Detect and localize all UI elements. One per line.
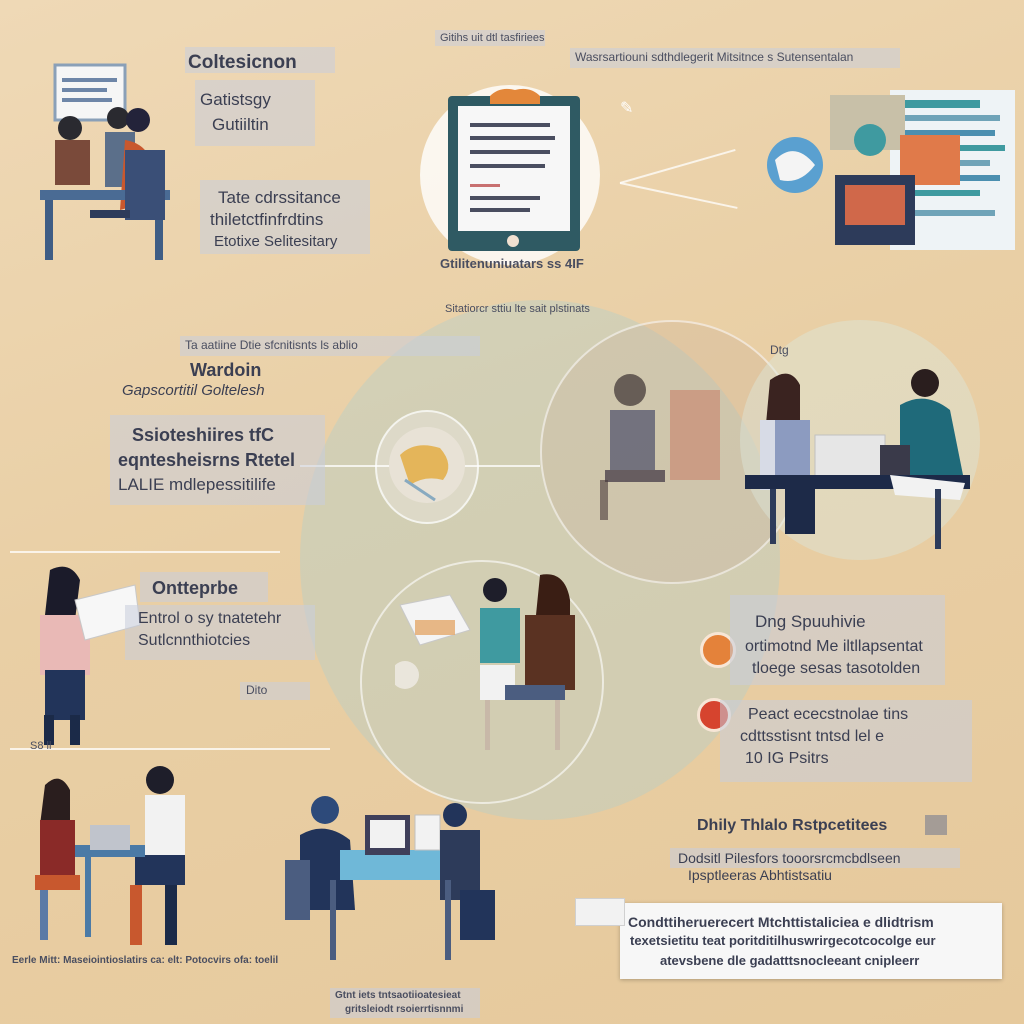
seated-person-illustration [600,374,720,520]
section-heading: Coltesicnon [188,52,297,73]
data-screens-illustration [767,90,1015,250]
body-line: eqntesheisrns Rtetel [118,450,296,470]
card-line: Condttiheruerecert Mtchttistaliciea e dl… [628,914,934,930]
body-box [720,700,972,782]
meeting-at-desk-illustration [745,369,970,549]
sub-box [195,80,315,146]
body-line: ortimotnd Me iltllapsentat [745,638,923,655]
pencil-icon: ✎ [620,100,634,117]
two-people-working-illustration [35,766,185,945]
card-tab [575,898,625,926]
clipboard-subcaption: Sitatiorcr sttiu lte sait plstinats [445,303,590,315]
clipboard-caption: Gtilitenuniuatars ss 4IF [440,256,584,271]
header-strip [570,48,900,68]
header-strip-text: Wasrsartiouni sdthdlegerit Mitsitnce s S… [575,50,854,64]
clipboard-icon [448,88,580,251]
body-box [200,180,370,254]
lower-title: Ontteprbe [152,578,239,598]
header-strip [180,336,480,356]
connector-line [619,148,736,184]
globe-icon [389,427,465,503]
header-strip [435,30,545,46]
sub-line: Gutiiltin [212,115,269,134]
right1-title: Dng Spuuhivie [755,612,866,631]
body-line: 10 IG Psitrs [745,750,829,767]
connector-line [619,182,738,209]
strip-box [670,848,960,868]
two-people-illustration [395,574,575,750]
heading-box [185,47,335,73]
body-line: Ssioteshiires tfC [132,425,275,445]
title-box [140,572,268,602]
tag-box [240,682,310,700]
body-line: Dodsitl Pilesfors tooorsrcmcbdlseen [678,850,901,866]
bottom-center-caption: Gtnt iets tntsaotiioatesieat [335,990,461,1001]
body-line: Sutlcnnthiotcies [138,632,251,649]
people-at-table-illustration [40,63,170,260]
header-strip-text: Gitihs uit dtl tasfiriees [440,32,545,44]
divider-line [10,551,280,553]
card-line: texetsietitu teat poritditilhuswrirgecot… [630,933,936,948]
title-accent [925,815,947,835]
body-line: tloege sesas tasotolden [752,660,921,677]
lower-tag: Dito [246,683,268,697]
person-reading-illustration [40,566,141,745]
caption-box [330,988,480,1018]
mid-right-tag: Dtg [770,343,789,357]
bottom-left-caption: Eerle Mitt: Maseiointioslatirs ca: elt: … [12,955,279,966]
body-line: cdttsstisnt tntsd lel e [740,728,885,745]
body-box [125,605,315,660]
card-line: atevsbene dle gadatttsnocleeant cnipleer… [660,953,920,968]
body-line: thiletctfinfrdtins [210,210,324,229]
body-line: LALIE mdlepessitilife [118,475,276,494]
mid-title: Wardoin [190,360,262,380]
body-line: Tate cdrssitance [218,188,341,207]
mid-subtitle: Gapscortitil Goltelesh [122,382,265,399]
mid-header: Ta aatiine Dtie sfcnitisnts ls ablio [185,338,358,352]
bottom-center-caption: gritsleiodt rsoierrtisnnmi [345,1004,464,1015]
body-line: Etotixe Selitesitary [214,233,338,250]
divider-line [10,748,330,750]
center-circle [360,560,604,804]
body-line: Entrol o sy tnatetehr [138,610,282,627]
body-box [110,415,325,505]
bottom-right-title: Dhily Thlalo Rstpcetitees [697,817,888,834]
body-box [730,595,945,685]
body-line: Peact ececstnolae tins [748,706,909,723]
summary-card [620,903,1002,979]
laptop-meeting-illustration [285,796,495,960]
body-line: Ipsptleeras Abhtistsatiu [688,867,832,883]
small-tag: S8 ll [30,740,52,752]
sub-line: Gatistsgy [200,90,271,109]
